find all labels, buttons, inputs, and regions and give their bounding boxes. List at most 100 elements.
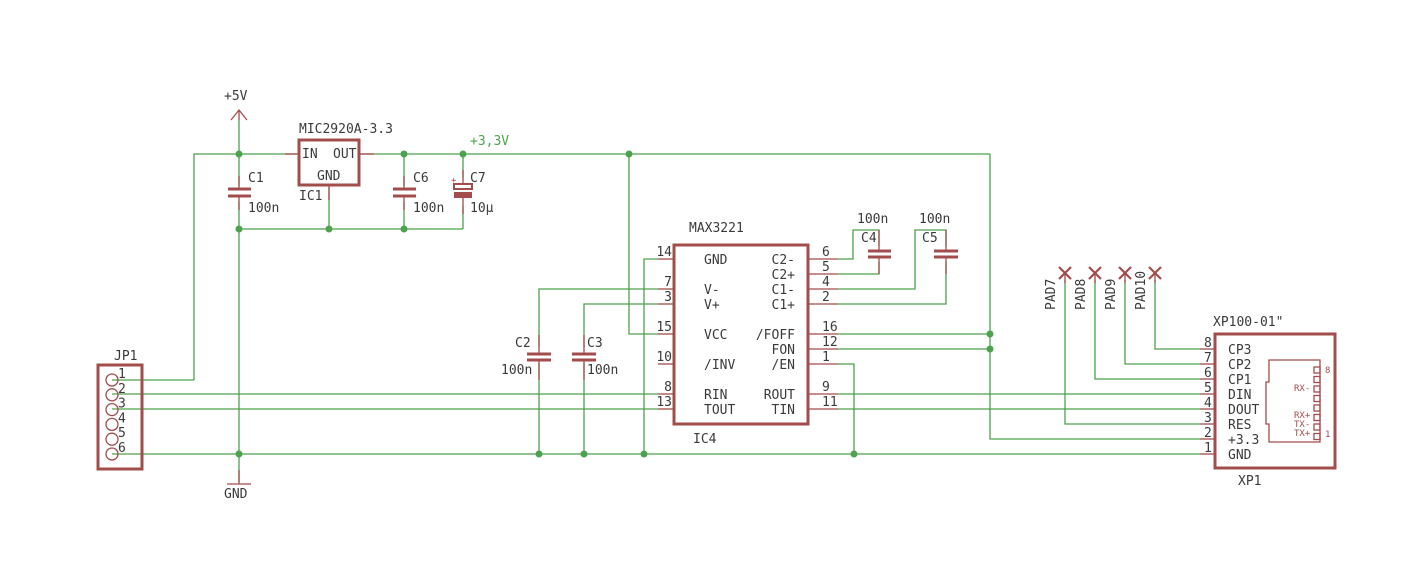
ic4-pin-num: 12 [822,335,838,350]
v33-label: +3,3V [470,134,509,149]
ic4-pin-num: 8 [664,380,672,395]
xp1-pin-num: 3 [1204,411,1212,426]
jack-contact [1313,413,1321,422]
ic4-max3221[interactable]: MAX3221 IC4 14GND7V-3V+15VCC10/INV8RIN13… [656,221,838,447]
ic4-pin-num: 10 [656,350,672,365]
wires [112,120,1200,482]
c3-name: C3 [587,336,603,351]
ic4-pin-label: GND [704,253,728,268]
xp1-pin-label: RES [1228,418,1251,433]
jp1-pin-4[interactable] [105,417,119,432]
gnd-label: GND [224,487,248,502]
pad-label: PAD9 [1104,279,1119,310]
c4-name: C4 [861,231,877,246]
jp1-pin-5[interactable] [105,432,119,446]
xp1-pin-num: 4 [1204,396,1212,411]
pad-pad10[interactable]: PAD10 [1134,266,1162,310]
ic4-pin-num: 5 [822,260,830,275]
capacitor-c6[interactable]: C6 100n [393,171,444,216]
xp1-pin-label: GND [1228,448,1252,463]
capacitor-c2[interactable]: C2 100n [501,335,551,380]
c4-value: 100n [857,212,888,227]
xp1-value: XP100-01" [1213,315,1283,330]
jack-contact [1313,375,1321,384]
c5-name: C5 [922,231,938,246]
c1-value: 100n [248,201,279,216]
jp1-pin-num: 5 [118,426,126,441]
c1-name: C1 [248,171,264,186]
ic4-pin-label: VCC [704,328,727,343]
jack-contact [1313,385,1321,393]
regulator-ic1[interactable]: MIC2920A-3.3 IN OUT GND IC1 [285,122,393,204]
jp1-pin-2[interactable] [105,388,119,402]
xp1-pin-num: 1 [1204,441,1212,456]
pad-pad8[interactable]: PAD8 [1074,266,1102,310]
capacitor-c1[interactable]: C1 100n [228,171,279,216]
pad-pad7[interactable]: PAD7 [1044,266,1072,310]
jack-tx-minus: TX- [1294,420,1310,430]
ic4-pin-label: C2+ [772,268,796,283]
ic4-pin-num: 1 [822,350,830,365]
c2-value: 100n [501,363,532,378]
jp1-pin-num: 3 [118,397,126,412]
xp1-pin-label: +3.3 [1228,433,1259,448]
ic4-pin-num: 16 [822,320,838,335]
ic4-pin-num: 4 [822,275,830,290]
vcc-5v-label: +5V [224,89,248,104]
v33-symbol: +3,3V [470,134,509,149]
xp1-pin-num: 5 [1204,381,1212,396]
ic4-pin-label: FON [772,343,795,358]
c7-value: 10µ [470,201,494,216]
capacitor-c3[interactable]: C3 100n [572,335,618,380]
regulator-pin-in: IN [302,147,318,162]
regulator-value: MIC2920A-3.3 [299,122,393,137]
pad-label: PAD10 [1134,271,1149,310]
xp1-name: XP1 [1238,474,1261,489]
capacitor-c4[interactable]: C4 100n [857,212,891,274]
regulator-name: IC1 [299,189,322,204]
pad-label: PAD8 [1074,279,1089,310]
ic4-pin-label: V+ [704,298,720,313]
ic4-value: MAX3221 [689,221,744,236]
pad-pad9[interactable]: PAD9 [1104,266,1132,310]
c5-value: 100n [919,212,950,227]
junctions [235,150,994,458]
c2-name: C2 [515,336,531,351]
ic4-pin-label: ROUT [764,388,795,403]
ic4-pin-num: 6 [822,245,830,260]
regulator-pin-gnd: GND [317,169,341,184]
ic4-pin-num: 13 [656,395,672,410]
c7-name: C7 [470,171,486,186]
jack-contact [1313,432,1321,441]
xp1-pin-label: DIN [1228,388,1251,403]
capacitor-c7[interactable]: + C7 10µ [451,170,494,216]
xp1-pin-num: 6 [1204,366,1212,381]
jp1-pin-1[interactable] [105,373,119,387]
jp1-pin-6[interactable] [105,447,119,461]
ic4-pin-label: C1+ [772,298,796,313]
regulator-pin-out: OUT [333,147,357,162]
jack-pin-1: 1 [1325,430,1330,440]
pad-label: PAD7 [1044,279,1059,310]
jp1-pin-num: 1 [118,367,126,382]
c3-value: 100n [587,363,618,378]
jack-contact [1313,404,1321,412]
jack-tx-plus: TX+ [1294,429,1311,439]
jack-rx-plus: RX+ [1294,411,1311,421]
jp1-pin-3[interactable] [105,402,119,417]
jack-contact [1313,423,1321,431]
ic4-pin-label: TOUT [704,403,735,418]
ic4-pin-num: 14 [656,245,672,260]
capacitor-c5[interactable]: C5 100n [919,212,958,274]
c7-plus-mark: + [451,176,457,186]
c6-value: 100n [413,201,444,216]
xp1-pin-num: 2 [1204,426,1212,441]
ic4-pin-num: 9 [822,380,830,395]
xp1-pin-num: 8 [1204,336,1212,351]
